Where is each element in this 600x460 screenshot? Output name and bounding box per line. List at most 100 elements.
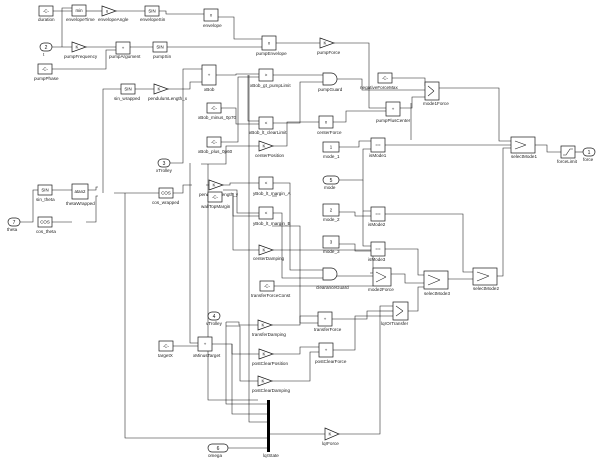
- block-selectMode2[interactable]: selectMode2: [472, 267, 499, 291]
- svg-text:cos_theta: cos_theta: [36, 229, 56, 234]
- block-centerPosition[interactable]: K centerPosition: [255, 140, 285, 158]
- inport-omega[interactable]: 6 omega: [207, 443, 229, 458]
- block-envelope[interactable]: x envelope: [203, 8, 222, 28]
- block-centerDamping[interactable]: K centerDamping: [253, 244, 285, 261]
- block-envelopeAngle[interactable]: u envelopeAngle: [98, 5, 129, 22]
- block-wallTopMargin[interactable]: -C- wallTopMargin: [201, 191, 231, 209]
- svg-text:COS: COS: [161, 191, 171, 196]
- block-postClearDamping[interactable]: K postClearDamping: [252, 375, 290, 393]
- block-pumpGuard[interactable]: pumpGuard: [318, 72, 343, 92]
- block-selectMode1[interactable]: selectMode1: [510, 136, 537, 159]
- svg-text:+: +: [122, 46, 125, 51]
- block-negativeForceMax[interactable]: -C- negativeForceMax: [360, 72, 398, 90]
- block-isMode3[interactable]: == isMode3: [368, 241, 386, 262]
- block-sin_theta[interactable]: SIN sin_theta: [36, 184, 55, 202]
- block-mode_2[interactable]: 2 mode_2: [322, 203, 340, 222]
- block-xBob[interactable]: + xBob: [201, 64, 217, 92]
- block-clearanceGuard[interactable]: clearanceGuard: [316, 267, 349, 290]
- block-pumpEnvelope[interactable]: x pumpEnvelope: [256, 35, 287, 56]
- svg-text:x: x: [210, 13, 213, 18]
- svg-text:mode_1: mode_1: [323, 154, 340, 159]
- svg-text:mode2Force: mode2Force: [368, 287, 394, 292]
- svg-text:mode_2: mode_2: [323, 217, 340, 222]
- block-lqrForce[interactable]: K lqrForce: [322, 427, 340, 446]
- svg-text:postClearDamping: postClearDamping: [252, 388, 290, 393]
- inport-xTrolley[interactable]: 3 xTrolley: [156, 158, 173, 173]
- svg-text:pumpGuard: pumpGuard: [318, 87, 343, 92]
- block-mode_3[interactable]: 3 mode_3: [322, 235, 340, 254]
- block-mode_1[interactable]: 1 mode_1: [322, 141, 340, 159]
- inport-vTrolley-number: 4: [213, 314, 216, 320]
- block-lqrState[interactable]: lqrState: [263, 400, 279, 458]
- svg-text:transferForceConst: transferForceConst: [251, 293, 291, 298]
- block-targetX[interactable]: -C- targetX: [158, 340, 174, 358]
- inport-mode[interactable]: 5 mode: [322, 175, 340, 190]
- block-envelopeTime[interactable]: min envelopeTime: [66, 4, 95, 22]
- inport-t[interactable]: 2 t: [39, 42, 53, 57]
- block-xBob_minus_0p70[interactable]: -C- xBob_minus_0p70: [198, 102, 236, 120]
- svg-text:atan2: atan2: [75, 189, 87, 194]
- block-centerForce[interactable]: x centerForce: [317, 115, 342, 135]
- inport-theta[interactable]: 7 theta: [7, 217, 21, 232]
- block-transferForceConst[interactable]: -C- transferForceConst: [251, 280, 291, 298]
- block-duration[interactable]: -C- duration: [38, 5, 55, 22]
- svg-text:cos_wrapped: cos_wrapped: [152, 200, 180, 205]
- svg-text:+: +: [325, 348, 328, 353]
- block-postClearPosition[interactable]: K postClearPosition: [252, 348, 288, 366]
- svg-text:xBob_gt_pumpLimit: xBob_gt_pumpLimit: [250, 83, 291, 88]
- svg-text:K: K: [263, 144, 266, 149]
- inport-vTrolley[interactable]: 4 vTrolley: [206, 311, 223, 326]
- block-isMode1[interactable]: == isMode1: [369, 137, 387, 158]
- block-cos_wrapped[interactable]: COS cos_wrapped: [152, 187, 180, 205]
- block-mode1Force[interactable]: mode1Force: [423, 81, 449, 106]
- inport-theta-number: 7: [13, 220, 16, 226]
- block-transferForce[interactable]: + transferForce: [314, 311, 342, 332]
- block-yBob_lt_margin_A[interactable]: < yBob_lt_margin_A: [253, 176, 291, 196]
- svg-text:x: x: [325, 120, 328, 125]
- block-pumpForce[interactable]: K pumpForce: [317, 37, 341, 55]
- svg-text:+: +: [324, 317, 327, 322]
- svg-text:K: K: [263, 248, 266, 253]
- block-sin_wrapped[interactable]: SIN sin_wrapped: [114, 83, 140, 101]
- svg-text:yBob_lt_margin_A: yBob_lt_margin_A: [253, 191, 291, 196]
- outport-force[interactable]: 1 force: [582, 147, 596, 162]
- svg-text:-C-: -C-: [264, 284, 271, 289]
- svg-text:centerDamping: centerDamping: [253, 256, 285, 261]
- block-pumpPhase[interactable]: -C- pumpPhase: [34, 63, 59, 81]
- block-envelopeSin[interactable]: SIN envelopeSin: [140, 5, 166, 22]
- block-xBob_gt_pumpLimit[interactable]: > xBob_gt_pumpLimit: [250, 68, 291, 88]
- svg-text:envelope: envelope: [203, 23, 222, 28]
- block-pumpArgument[interactable]: + pumpArgument: [109, 41, 141, 59]
- block-pumpPlusCenter[interactable]: + pumpPlusCenter: [376, 101, 411, 123]
- svg-text:-C-: -C-: [211, 140, 218, 145]
- svg-text:envelopeSin: envelopeSin: [140, 17, 166, 22]
- block-postClearForce[interactable]: + postClearForce: [315, 342, 347, 364]
- svg-text:==: ==: [375, 212, 381, 217]
- svg-text:yBob_lt_margin_B: yBob_lt_margin_B: [253, 221, 291, 226]
- block-xBob_lt_clearLimit[interactable]: < xBob_lt_clearLimit: [249, 116, 287, 135]
- block-pendulumLength_x[interactable]: K pendulumLength_x: [148, 83, 188, 101]
- block-transferDamping[interactable]: K transferDamping: [252, 319, 286, 337]
- block-isMode2[interactable]: == isMode2: [368, 206, 386, 227]
- svg-text:lqrState: lqrState: [263, 453, 279, 458]
- outport-force-number: 1: [588, 150, 591, 156]
- block-pumpFrequency[interactable]: K pumpFrequency: [64, 41, 98, 59]
- block-forceLimit[interactable]: forceLimit: [557, 145, 578, 164]
- svg-text:K: K: [324, 41, 327, 46]
- svg-text:lqrForce: lqrForce: [322, 441, 339, 446]
- block-mode2Force[interactable]: mode2Force: [368, 267, 394, 292]
- block-selectMode3[interactable]: selectMode3: [423, 270, 450, 296]
- svg-text:postClearPosition: postClearPosition: [252, 361, 288, 366]
- inport-xTrolley-label: xTrolley: [156, 168, 173, 173]
- block-pumpSin[interactable]: SIN pumpSin: [152, 41, 172, 59]
- block-yBob_lt_margin_B[interactable]: < yBob_lt_margin_B: [253, 206, 291, 226]
- svg-text:wallTopMargin: wallTopMargin: [201, 204, 231, 209]
- svg-text:xBob_minus_0p70: xBob_minus_0p70: [198, 115, 236, 120]
- svg-text:duration: duration: [38, 17, 55, 22]
- block-xBob_plus_0p60[interactable]: -C- xBob_plus_0p60: [198, 136, 233, 154]
- block-thetaWrapped[interactable]: atan2 thetaWrapped: [66, 183, 95, 206]
- block-xMinusTarget[interactable]: + xMinusTarget: [193, 336, 221, 358]
- block-cos_theta[interactable]: COS cos_theta: [36, 216, 56, 234]
- block-lqrOrTransfer[interactable]: lqrOrTransfer: [381, 301, 409, 326]
